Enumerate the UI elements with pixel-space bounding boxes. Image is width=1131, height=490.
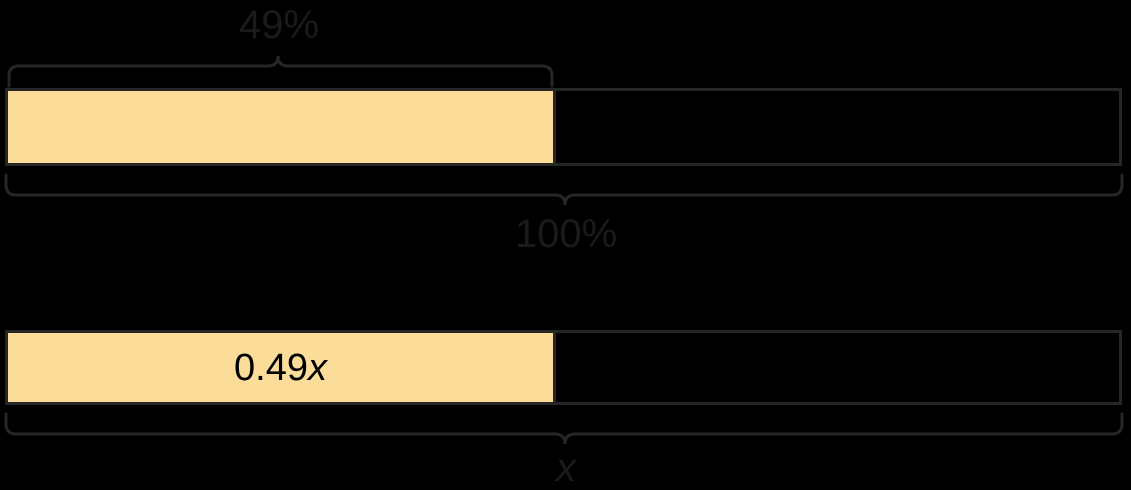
- value-bar-fill-coefficient: 0.49: [234, 346, 308, 389]
- value-bar: 0.49x: [5, 330, 1122, 405]
- value-bar-fill-variable: x: [307, 346, 327, 389]
- brace-bottom-path: [4, 412, 1124, 445]
- value-bar-filled-segment: 0.49x: [8, 333, 556, 402]
- brace-middle-path: [4, 173, 1124, 206]
- brace-label-top: 49%: [238, 3, 320, 47]
- value-bar-unfilled-segment: [556, 333, 1119, 402]
- brace-top-path: [7, 55, 554, 88]
- percent-bar: [5, 88, 1122, 166]
- brace-label-middle: 100%: [514, 212, 618, 256]
- percent-bar-filled-segment: [8, 91, 556, 163]
- brace-label-bottom: x: [556, 446, 576, 490]
- percent-bar-unfilled-segment: [556, 91, 1119, 163]
- value-bar-fill-label: 0.49x: [234, 349, 327, 387]
